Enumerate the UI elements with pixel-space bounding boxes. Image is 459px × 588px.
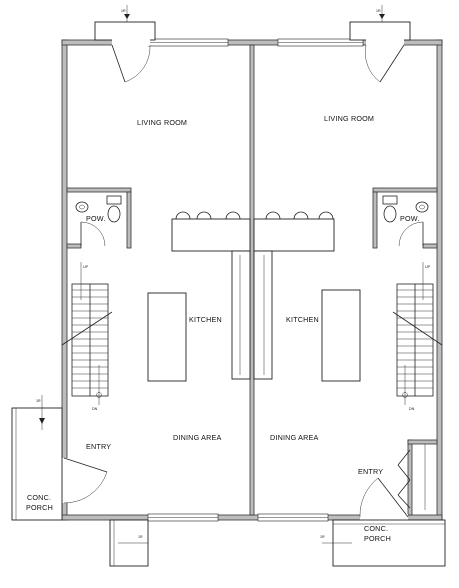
porch-right: 1R xyxy=(320,519,446,567)
party-wall xyxy=(249,44,255,516)
svg-text:1R: 1R xyxy=(376,9,381,13)
svg-text:DN: DN xyxy=(92,407,98,411)
top-stoop-left: 1R xyxy=(94,5,156,83)
room-label-living-left: LIVING ROOM xyxy=(137,118,187,127)
svg-text:1R: 1R xyxy=(138,535,143,539)
svg-text:1R: 1R xyxy=(36,399,41,403)
room-label-dining-left: DINING AREA xyxy=(173,433,222,442)
room-label-porch-right-1: CONC. xyxy=(364,524,388,533)
svg-text:UP: UP xyxy=(425,265,431,269)
room-label-living-right: LIVING ROOM xyxy=(324,114,374,123)
room-label-kitchen-right: KITCHEN xyxy=(286,315,319,324)
svg-text:UP: UP xyxy=(83,265,89,269)
room-label-porch-left-2: PORCH xyxy=(26,503,53,512)
entry-closet-right xyxy=(397,439,438,516)
powder-room-right xyxy=(372,187,438,249)
entry-door-left xyxy=(61,457,108,504)
room-label-kitchen-left: KITCHEN xyxy=(189,315,222,324)
powder-room-left xyxy=(66,187,132,249)
room-label-porch-right-2: PORCH xyxy=(364,534,391,543)
top-windows xyxy=(147,38,364,47)
room-label-entry-left: ENTRY xyxy=(86,442,111,451)
room-label-pow-left: POW. xyxy=(86,214,106,223)
entry-door-right xyxy=(359,477,409,521)
stairs-left: UP DN xyxy=(61,262,113,411)
svg-text:1R: 1R xyxy=(121,9,126,13)
stairs-right: UP DN xyxy=(392,262,443,411)
kitchen-island-left xyxy=(147,292,187,382)
porch-left: 1R xyxy=(11,395,63,521)
room-label-entry-right: ENTRY xyxy=(358,467,383,476)
room-label-pow-right: POW. xyxy=(400,214,420,223)
top-stoop-right: 1R xyxy=(349,5,411,83)
svg-text:1R: 1R xyxy=(320,535,325,539)
bottom-windows xyxy=(147,513,329,522)
svg-text:DN: DN xyxy=(409,407,415,411)
room-label-porch-left-1: CONC. xyxy=(27,493,51,502)
room-label-dining-right: DINING AREA xyxy=(270,433,319,442)
porch-bottom-left-stoop: 1R xyxy=(109,519,149,567)
kitchen-island-right xyxy=(321,289,361,382)
kitchen-counters xyxy=(171,211,335,380)
